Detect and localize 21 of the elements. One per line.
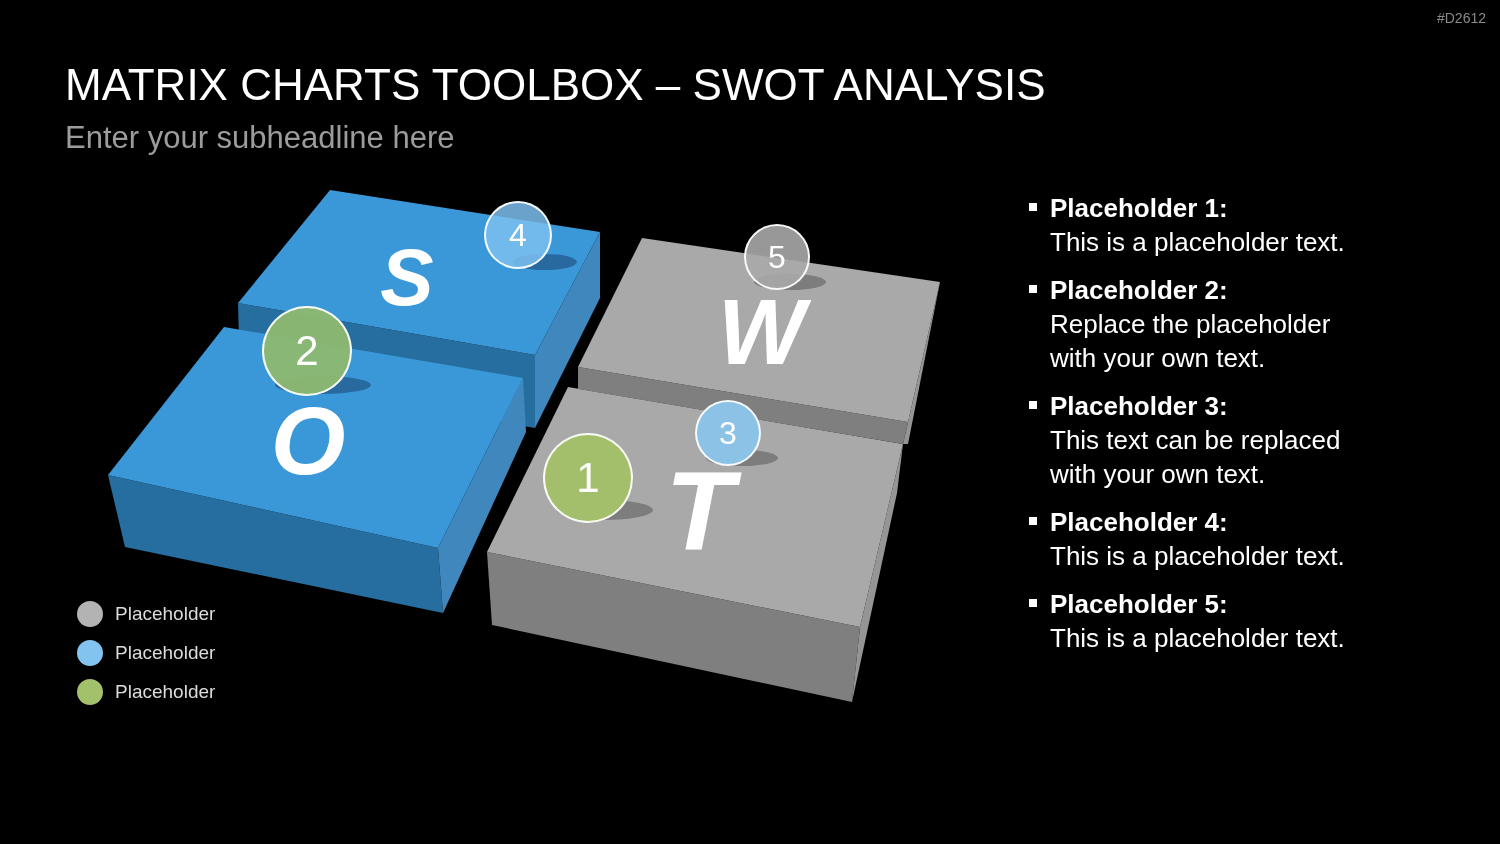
legend-label: Placeholder: [115, 681, 216, 703]
bullet-text: This text can be replaced with your own text.: [1050, 424, 1342, 491]
block-letter: S: [379, 238, 435, 318]
numbered-marker: 4: [484, 201, 552, 269]
bullet-heading: Placeholder 2:: [1050, 274, 1228, 307]
bullet-heading: Placeholder 5:: [1050, 588, 1228, 621]
legend-label: Placeholder: [115, 603, 216, 625]
bullet-text: This is a placeholder text.: [1050, 540, 1345, 573]
reference-code: #D2612: [1436, 11, 1486, 25]
slide-title: MATRIX CHARTS TOOLBOX – SWOT ANALYSIS: [65, 63, 1046, 107]
numbered-marker: 5: [744, 224, 810, 290]
bullet-heading: Placeholder 1:: [1050, 192, 1228, 225]
numbered-marker: 1: [543, 433, 633, 523]
subheadline: Enter your subheadline here: [65, 122, 455, 153]
bullet-heading: Placeholder 4:: [1050, 506, 1228, 539]
bullet-text: This is a placeholder text.: [1050, 622, 1345, 655]
bullet-text: This is a placeholder text.: [1050, 226, 1345, 259]
block-letter: O: [269, 393, 347, 489]
legend-label: Placeholder: [115, 642, 216, 664]
bullet-text: Replace the placeholder with your own text.: [1050, 308, 1332, 375]
bullet-heading: Placeholder 3:: [1050, 390, 1228, 423]
